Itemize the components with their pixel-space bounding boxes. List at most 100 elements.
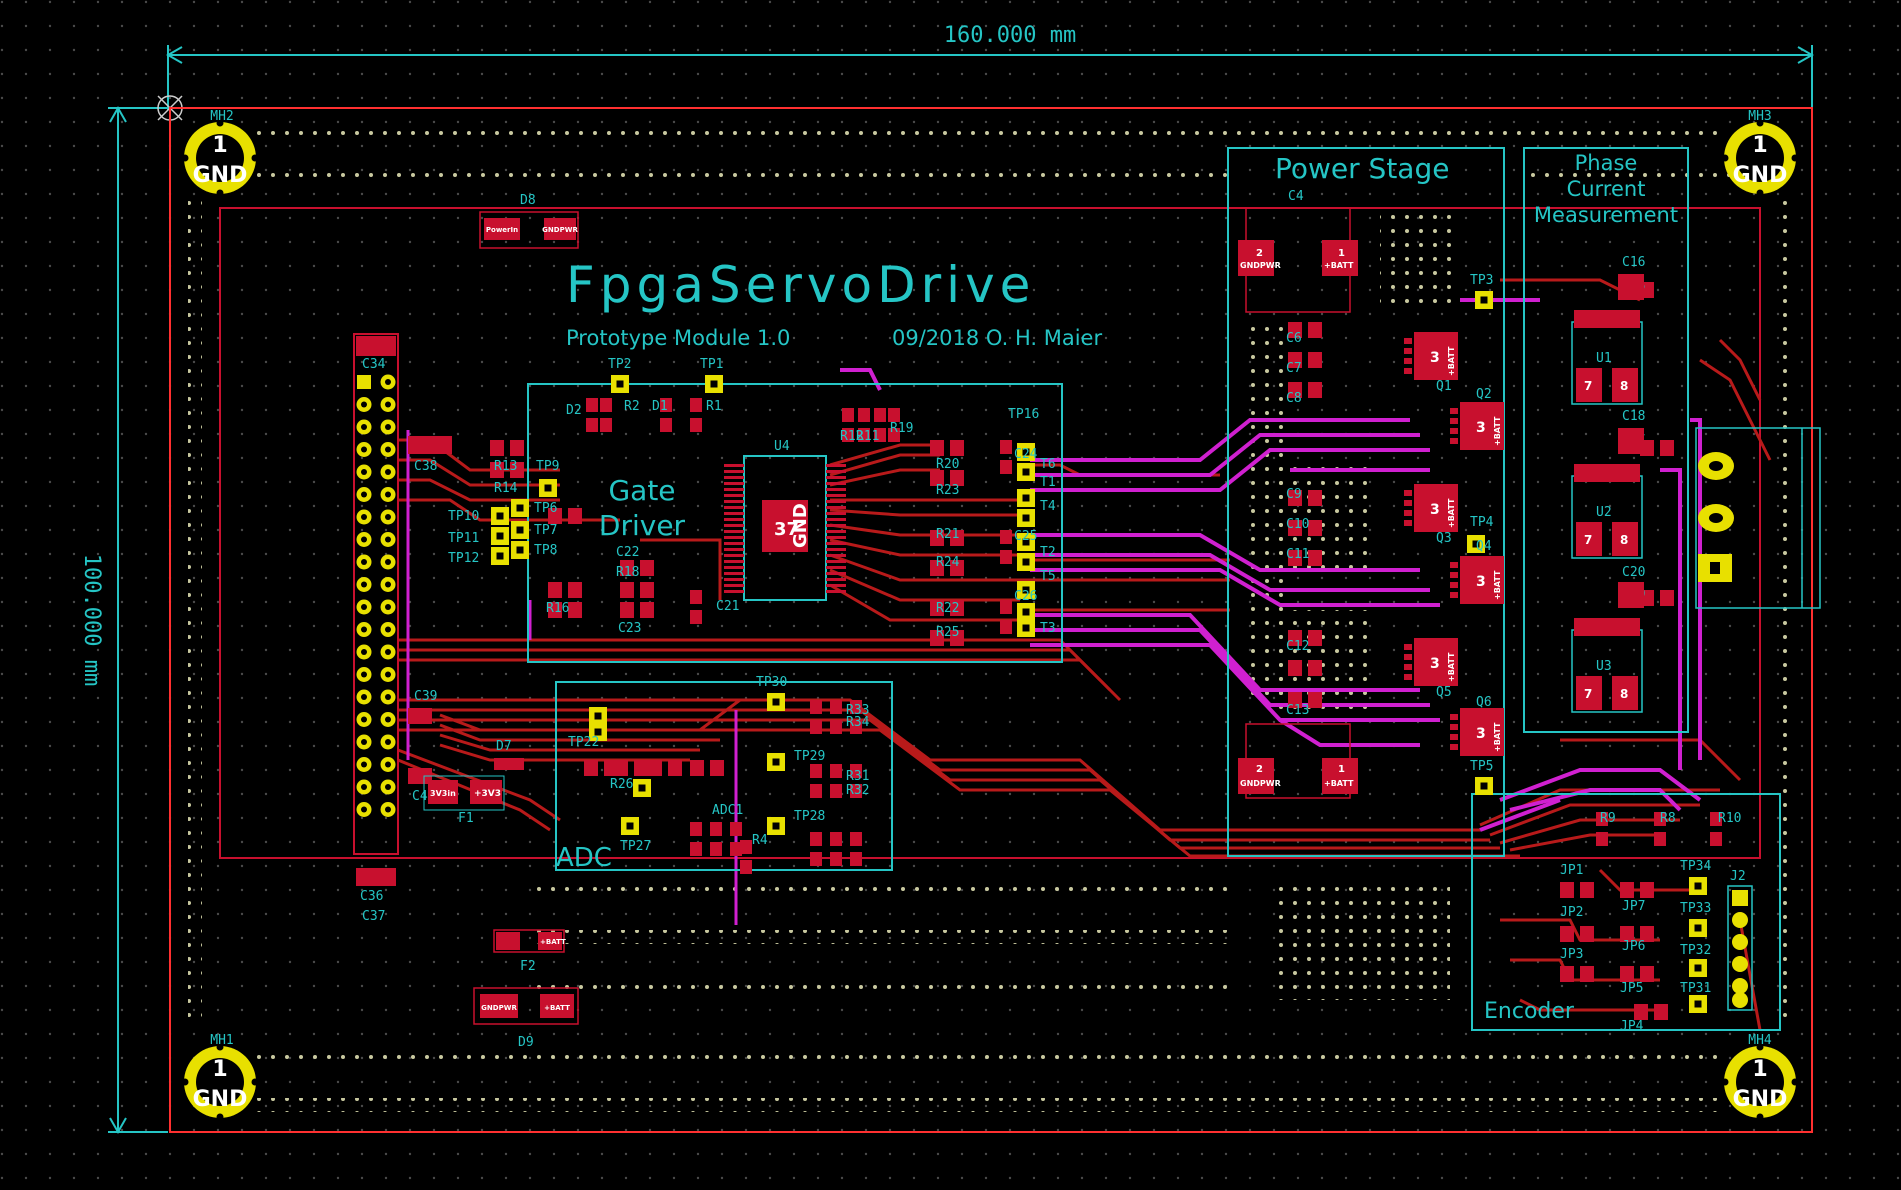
u4-pin[interactable] — [826, 488, 846, 491]
passive-pad[interactable] — [930, 630, 944, 646]
passive-pad[interactable] — [830, 784, 842, 798]
mosfet-gate-pin[interactable] — [1450, 582, 1458, 588]
dimension-width[interactable] — [165, 45, 1815, 110]
u4-pin[interactable] — [826, 584, 846, 587]
passive-pad[interactable] — [1288, 490, 1302, 506]
passive-pad[interactable] — [1308, 660, 1322, 676]
passive-pad[interactable] — [850, 764, 862, 778]
sense-ic-pad7[interactable] — [1576, 522, 1602, 556]
u4-pin[interactable] — [724, 566, 744, 569]
passive-pad[interactable] — [614, 760, 628, 776]
passive-pad[interactable] — [548, 508, 562, 524]
passive-pad[interactable] — [1288, 382, 1302, 398]
passive-pad[interactable] — [510, 462, 524, 478]
passive-pad[interactable] — [1654, 832, 1666, 846]
u4-pin[interactable] — [724, 548, 744, 551]
u4-pin[interactable] — [724, 506, 744, 509]
passive-pad[interactable] — [1654, 1004, 1668, 1020]
passive-pad[interactable] — [1308, 352, 1322, 368]
passive-pad[interactable] — [950, 470, 964, 486]
passive-pad[interactable] — [1308, 550, 1322, 566]
passive-pad[interactable] — [842, 428, 854, 442]
passive-pad[interactable] — [850, 700, 862, 714]
c39-pad[interactable] — [408, 708, 432, 724]
passive-pad[interactable] — [1660, 440, 1674, 456]
passive-pad[interactable] — [930, 600, 944, 616]
bulk-cap-c5[interactable]: 2 GNDPWR 1 +BATT — [1238, 723, 1358, 799]
sense-ic-pad7[interactable] — [1576, 676, 1602, 710]
u4-pin[interactable] — [724, 584, 744, 587]
mounting-hole-mh3[interactable]: MH3 1 GND — [1721, 109, 1799, 197]
passive-pad[interactable] — [1620, 882, 1634, 898]
passive-pad[interactable] — [690, 398, 702, 412]
passive-pad[interactable] — [510, 440, 524, 456]
u4-pin[interactable] — [724, 590, 744, 593]
passive-pad[interactable] — [640, 582, 654, 598]
passive-pad[interactable] — [810, 784, 822, 798]
passive-pad[interactable] — [660, 418, 672, 432]
c38-pad[interactable] — [408, 436, 452, 454]
passive-pad[interactable] — [1308, 692, 1322, 708]
u4-pin[interactable] — [826, 482, 846, 485]
passive-pad[interactable] — [950, 600, 964, 616]
passive-pad[interactable] — [1000, 550, 1012, 564]
passive-pad[interactable] — [1000, 460, 1012, 474]
passive-pad[interactable] — [710, 842, 722, 856]
u4-pin[interactable] — [724, 500, 744, 503]
passive-pad[interactable] — [850, 784, 862, 798]
u4-pin[interactable] — [724, 494, 744, 497]
u4-pin[interactable] — [826, 494, 846, 497]
d7-pad[interactable] — [494, 758, 524, 770]
u4-pin[interactable] — [826, 554, 846, 557]
u4-pin[interactable] — [724, 518, 744, 521]
u4-pin[interactable] — [724, 542, 744, 545]
sense-ic-cap-pad[interactable] — [1618, 274, 1644, 300]
passive-pad[interactable] — [830, 720, 842, 734]
passive-pad[interactable] — [1000, 440, 1012, 454]
passive-pad[interactable] — [1580, 926, 1594, 942]
mosfet-gate-pin[interactable] — [1404, 510, 1412, 516]
passive-pad[interactable] — [1620, 926, 1634, 942]
u4-pin[interactable] — [826, 542, 846, 545]
mosfet-pad[interactable] — [1460, 556, 1504, 604]
mosfet-pad[interactable] — [1414, 332, 1458, 380]
u4-pin[interactable] — [826, 476, 846, 479]
mosfet-gate-pin[interactable] — [1450, 572, 1458, 578]
passive-pad[interactable] — [850, 832, 862, 846]
mosfet-gate-pin[interactable] — [1404, 520, 1412, 526]
passive-pad[interactable] — [1000, 600, 1012, 614]
passive-pad[interactable] — [810, 700, 822, 714]
passive-pad[interactable] — [568, 602, 582, 618]
passive-pad[interactable] — [548, 582, 562, 598]
u4-pin[interactable] — [724, 482, 744, 485]
u4-pin[interactable] — [826, 470, 846, 473]
passive-pad[interactable] — [950, 530, 964, 546]
passive-pad[interactable] — [568, 582, 582, 598]
mosfet-gate-pin[interactable] — [1404, 338, 1412, 344]
mosfet-pad[interactable] — [1414, 484, 1458, 532]
passive-pad[interactable] — [1288, 630, 1302, 646]
passive-pad[interactable] — [490, 440, 504, 456]
passive-pad[interactable] — [620, 582, 634, 598]
c40-pad[interactable] — [408, 768, 432, 784]
u4-pin[interactable] — [724, 464, 744, 467]
passive-pad[interactable] — [830, 764, 842, 778]
c36-pad[interactable] — [356, 868, 396, 886]
passive-pad[interactable] — [690, 610, 702, 624]
u4-pin[interactable] — [826, 548, 846, 551]
passive-pad[interactable] — [690, 760, 704, 776]
passive-pad[interactable] — [640, 560, 654, 576]
u4-pin[interactable] — [724, 554, 744, 557]
passive-pad[interactable] — [586, 398, 598, 412]
ic-u4[interactable]: 37 GND U4 — [724, 439, 846, 601]
sense-ic-pad8[interactable] — [1612, 522, 1638, 556]
mosfet-gate-pin[interactable] — [1450, 438, 1458, 444]
mosfet-gate-pin[interactable] — [1450, 562, 1458, 568]
passive-pad[interactable] — [1000, 530, 1012, 544]
passive-pad[interactable] — [850, 720, 862, 734]
u4-pin[interactable] — [724, 572, 744, 575]
passive-pad[interactable] — [1654, 812, 1666, 826]
mosfet-pad[interactable] — [1460, 708, 1504, 756]
mosfet-gate-pin[interactable] — [1404, 644, 1412, 650]
